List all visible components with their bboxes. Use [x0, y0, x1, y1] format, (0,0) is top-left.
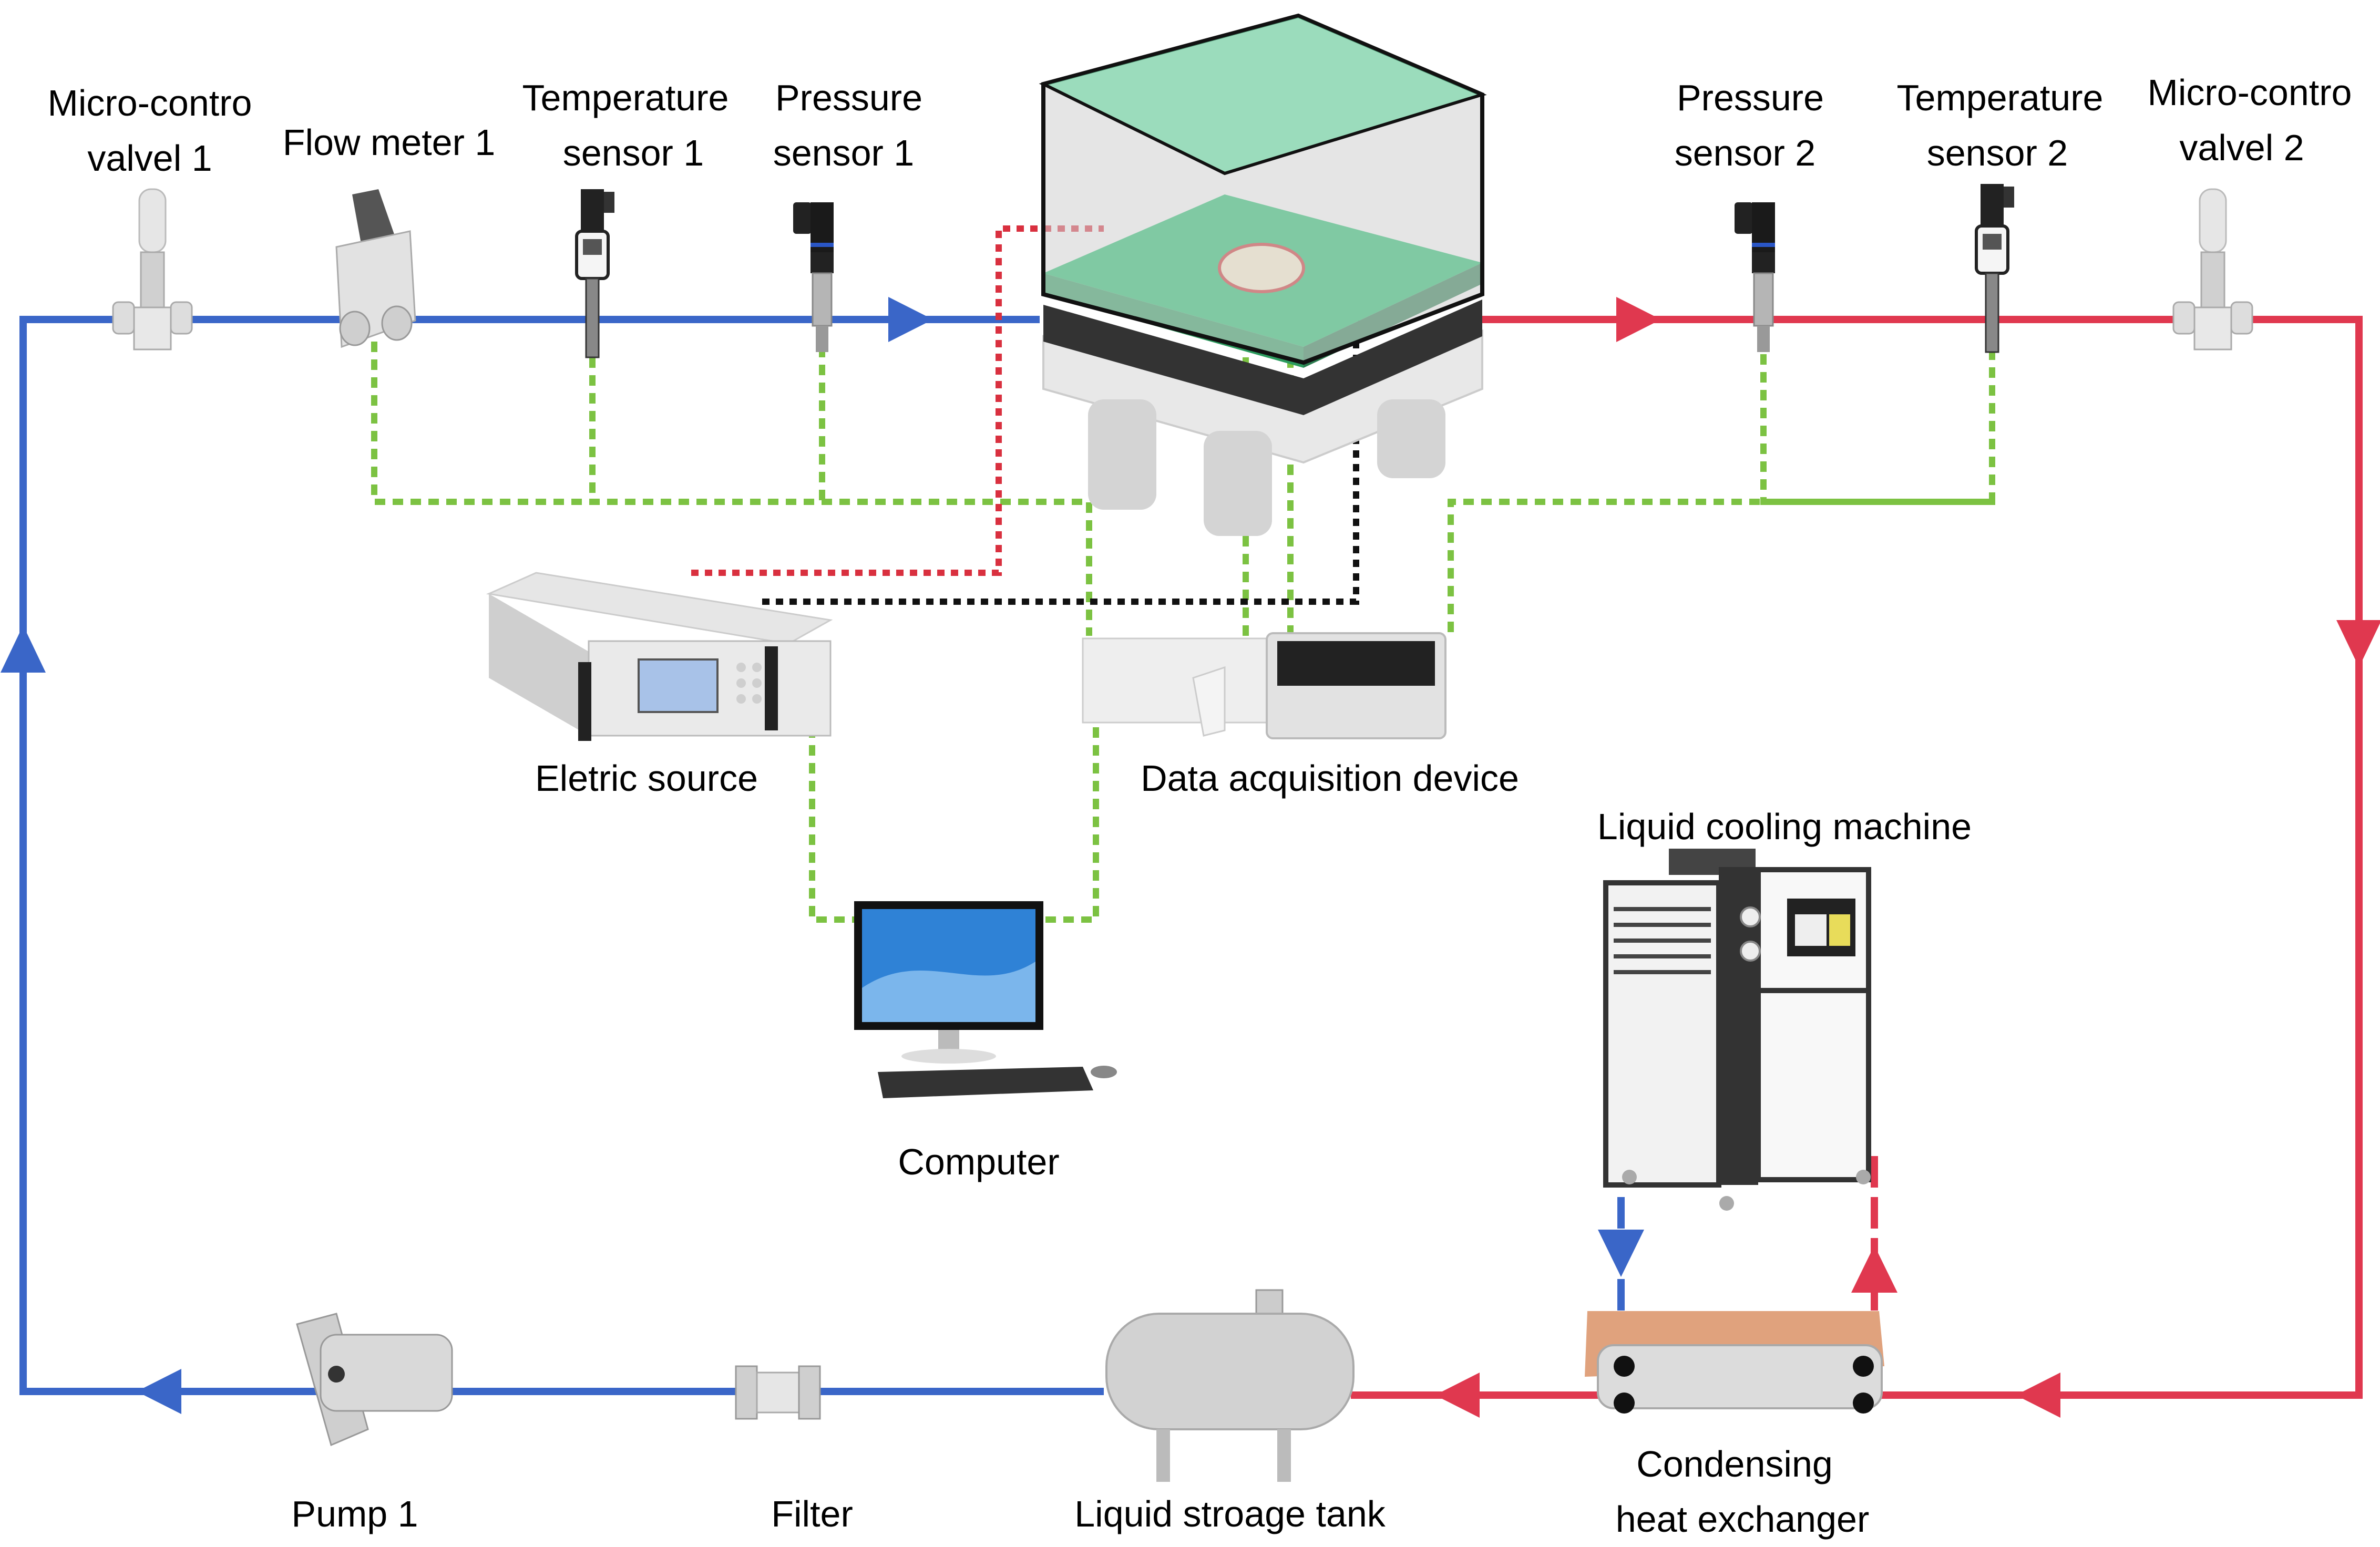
- label-valve1-line2: valvel 1: [87, 138, 212, 179]
- signal-line-black: [762, 289, 1359, 605]
- label-valve1-line1: Micro-contro: [48, 82, 252, 123]
- label-filter: Filter: [771, 1493, 853, 1534]
- signal-source-computer: [809, 709, 925, 923]
- computer-icon: [854, 901, 1117, 1098]
- signal-flowmeter: [371, 342, 1092, 636]
- label-temp2-line2: sensor 2: [1927, 132, 2068, 173]
- label-computer: Computer: [898, 1141, 1059, 1182]
- label-daq: Data acquisition device: [1141, 758, 1519, 799]
- label-tank: Liquid stroage tank: [1074, 1493, 1386, 1534]
- cold-pipe-line: [19, 316, 1104, 1395]
- label-temp1-line1: Temperature: [522, 77, 729, 118]
- flow-arrow-right: [888, 297, 933, 342]
- temperature-sensor-icon: [575, 189, 614, 358]
- label-pump: Pump 1: [291, 1493, 418, 1534]
- flow-arrow-up: [1, 625, 46, 673]
- flow-arrow-down-chiller: [1598, 1230, 1644, 1277]
- pressure-sensor-icon: [1735, 202, 1775, 352]
- heat-exchanger-icon: [1585, 1311, 1884, 1414]
- pressure-sensor-icon: [793, 202, 834, 352]
- flow-arrow-left-hot: [2016, 1373, 2060, 1418]
- labels: Micro-contro valvel 1 Flow meter 1 Tempe…: [48, 72, 2352, 1540]
- hot-pipe-line: [1351, 316, 2363, 1399]
- hot-pipe: [1351, 316, 2363, 1399]
- flow-arrow-up-chiller: [1851, 1245, 1897, 1293]
- label-press1-line2: sensor 1: [773, 132, 914, 173]
- label-valve2-line2: valvel 2: [2179, 127, 2304, 168]
- signal-sensors-right: [1760, 336, 1995, 505]
- cold-pipe: [19, 316, 1104, 1395]
- label-flow-meter: Flow meter 1: [283, 122, 496, 163]
- label-heat-exchanger-line1: Condensing: [1636, 1443, 1833, 1484]
- tank-icon: [1105, 1289, 1355, 1482]
- power-supply-icon: [486, 572, 833, 741]
- label-valve2-line1: Micro-contro: [2148, 72, 2352, 113]
- flow-arrow-left-cold: [137, 1369, 181, 1414]
- signal-lines-green: [371, 336, 1995, 923]
- signal-daq-computer: [1041, 709, 1099, 923]
- label-press1-line1: Pressure: [775, 77, 922, 118]
- flow-meter-icon: [335, 189, 416, 348]
- chiller-icon: [1603, 849, 1871, 1211]
- label-temp2-line1: Temperature: [1897, 77, 2104, 118]
- test-module-icon: [1039, 13, 1487, 536]
- filter-icon: [735, 1365, 821, 1420]
- signal-to-daq: [1448, 499, 1992, 636]
- daq-icon: [1082, 632, 1447, 739]
- flow-arrow-left-hot-2: [1435, 1373, 1480, 1418]
- flow-arrow-down: [2336, 620, 2380, 667]
- pump-icon: [296, 1313, 453, 1447]
- label-temp1-line2: sensor 1: [563, 132, 704, 173]
- label-heat-exchanger-line2: heat exchanger: [1616, 1499, 1870, 1540]
- label-press2-line1: Pressure: [1677, 77, 1824, 118]
- valve-icon: [112, 188, 193, 350]
- valve-icon: [2172, 188, 2253, 350]
- label-press2-line2: sensor 2: [1675, 132, 1815, 173]
- label-electric-source: Eletric source: [535, 758, 758, 799]
- temperature-sensor-icon: [1975, 184, 2014, 353]
- label-chiller: Liquid cooling machine: [1597, 806, 1972, 847]
- flow-arrow-right-hot: [1616, 297, 1661, 342]
